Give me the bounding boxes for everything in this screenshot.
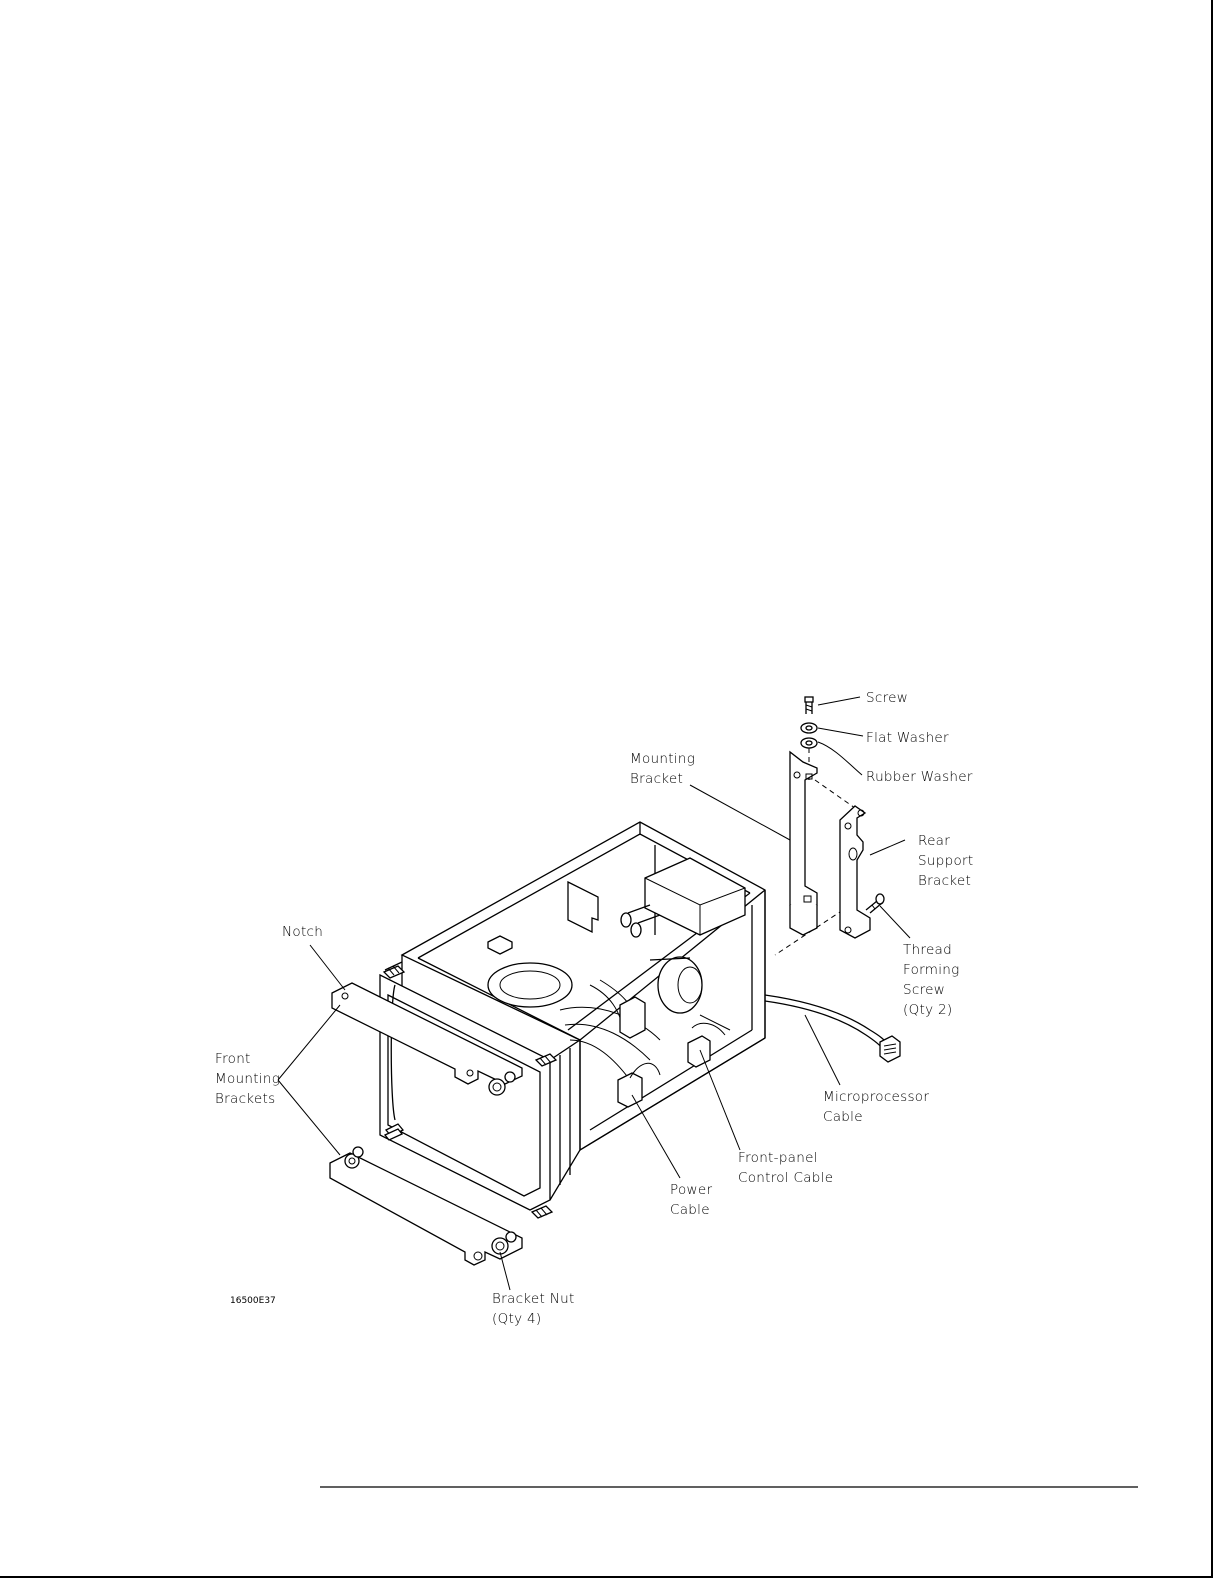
- label-mounting-bracket: Mounting Bracket: [630, 751, 695, 787]
- label-microprocessor-cable: Microprocessor Cable: [823, 1089, 929, 1125]
- label-flat-washer: Flat Washer: [866, 730, 949, 746]
- label-front-panel-control-cable-line-1: Front-panel: [738, 1150, 818, 1166]
- label-screw: Screw: [866, 690, 908, 706]
- rear-support-bracket-part: [840, 806, 870, 938]
- label-front-panel-control-cable: Front-panel Control Cable: [738, 1150, 833, 1186]
- label-bracket-nut-line-1: Bracket Nut: [492, 1291, 575, 1307]
- label-bracket-nut: Bracket Nut (Qty 4): [492, 1291, 575, 1327]
- label-power-cable: Power Cable: [670, 1182, 712, 1218]
- label-thread-forming-screw-line-2: Forming: [903, 962, 960, 978]
- flat-washer-part: [801, 723, 817, 733]
- label-rear-support-bracket-line-3: Bracket: [918, 873, 971, 889]
- label-power-cable-line-1: Power: [670, 1182, 712, 1198]
- label-front-mounting-brackets-line-3: Brackets: [215, 1091, 275, 1107]
- label-power-cable-line-2: Cable: [670, 1202, 710, 1218]
- label-thread-forming-screw: Thread Forming Screw (Qty 2): [903, 942, 960, 1018]
- label-thread-forming-screw-line-3: Screw: [903, 982, 945, 998]
- screw-part: [805, 697, 813, 714]
- label-thread-forming-screw-line-1: Thread: [903, 942, 952, 958]
- thread-forming-screw-part: [866, 894, 884, 913]
- label-front-mounting-brackets-line-1: Front: [215, 1051, 251, 1067]
- label-front-mounting-brackets-line-2: Mounting: [215, 1071, 280, 1087]
- label-mounting-bracket-line-1: Mounting: [630, 751, 695, 767]
- mounting-bracket-part: [790, 752, 817, 935]
- figure-id: 16500E37: [230, 1296, 276, 1306]
- label-microprocessor-cable-line-1: Microprocessor: [823, 1089, 929, 1105]
- label-front-mounting-brackets: Front Mounting Brackets: [215, 1051, 280, 1107]
- label-microprocessor-cable-line-2: Cable: [823, 1109, 863, 1125]
- label-rubber-washer: Rubber Washer: [866, 769, 973, 785]
- label-bracket-nut-line-2: (Qty 4): [492, 1311, 541, 1327]
- microprocessor-cable-part: [765, 995, 900, 1062]
- label-mounting-bracket-line-2: Bracket: [630, 771, 683, 787]
- label-rear-support-bracket: Rear Support Bracket: [918, 833, 973, 889]
- label-notch: Notch: [282, 924, 323, 940]
- label-rear-support-bracket-line-1: Rear: [918, 833, 950, 849]
- label-rear-support-bracket-line-2: Support: [918, 853, 973, 869]
- exploded-assembly-diagram: [278, 697, 910, 1290]
- label-front-panel-control-cable-line-2: Control Cable: [738, 1170, 833, 1186]
- label-thread-forming-screw-line-4: (Qty 2): [903, 1002, 952, 1018]
- rubber-washer-part: [801, 738, 817, 748]
